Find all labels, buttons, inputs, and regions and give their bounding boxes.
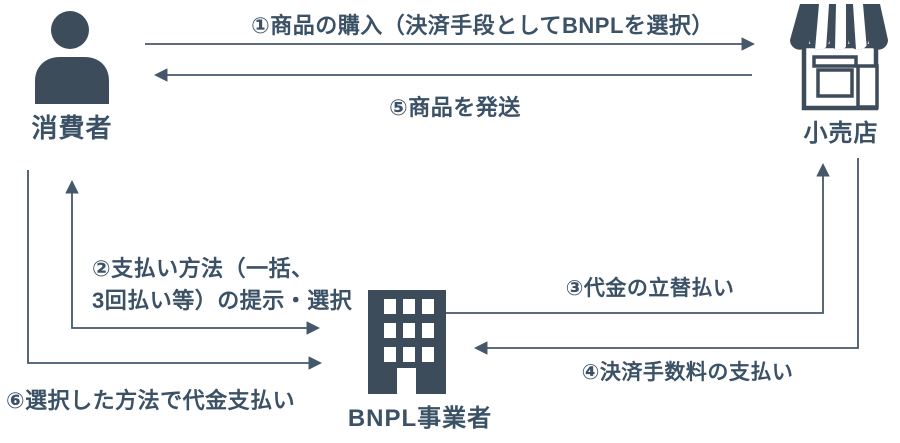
retailer-label: 小売店 [803,120,879,147]
flow-2-label-line1: ②支払い方法（一括、 [92,256,314,281]
arrow-4-fee-payment [473,158,859,355]
flow-2-label-line2: 3回払い等）の提示・選択 [92,288,353,313]
bnpl-provider-label: BNPL事業者 [347,405,493,432]
arrow-2-payment-method [65,179,321,335]
flow-1-label: ①商品の購入（決済手段としてBNPLを選択） [251,13,714,38]
building-icon [368,290,446,394]
arrow-3-advance-payment [446,162,830,314]
flow-5-label: ⑤商品を発送 [389,95,521,120]
person-icon [33,10,111,104]
flow-2-label: ②支払い方法（一括、 3回払い等）の提示・選択 [92,253,352,317]
store-awning [790,4,888,50]
arrow-6-pay-by-selected-method [27,170,323,370]
store-icon [790,4,890,112]
consumer-label: 消費者 [31,113,113,143]
flow-4-label: ④決済手数料の支払い [581,361,794,384]
flow-3-label: ③代金の立替払い [565,277,735,300]
flow-6-label: ⑥選択した方法で代金支払い [6,388,296,413]
